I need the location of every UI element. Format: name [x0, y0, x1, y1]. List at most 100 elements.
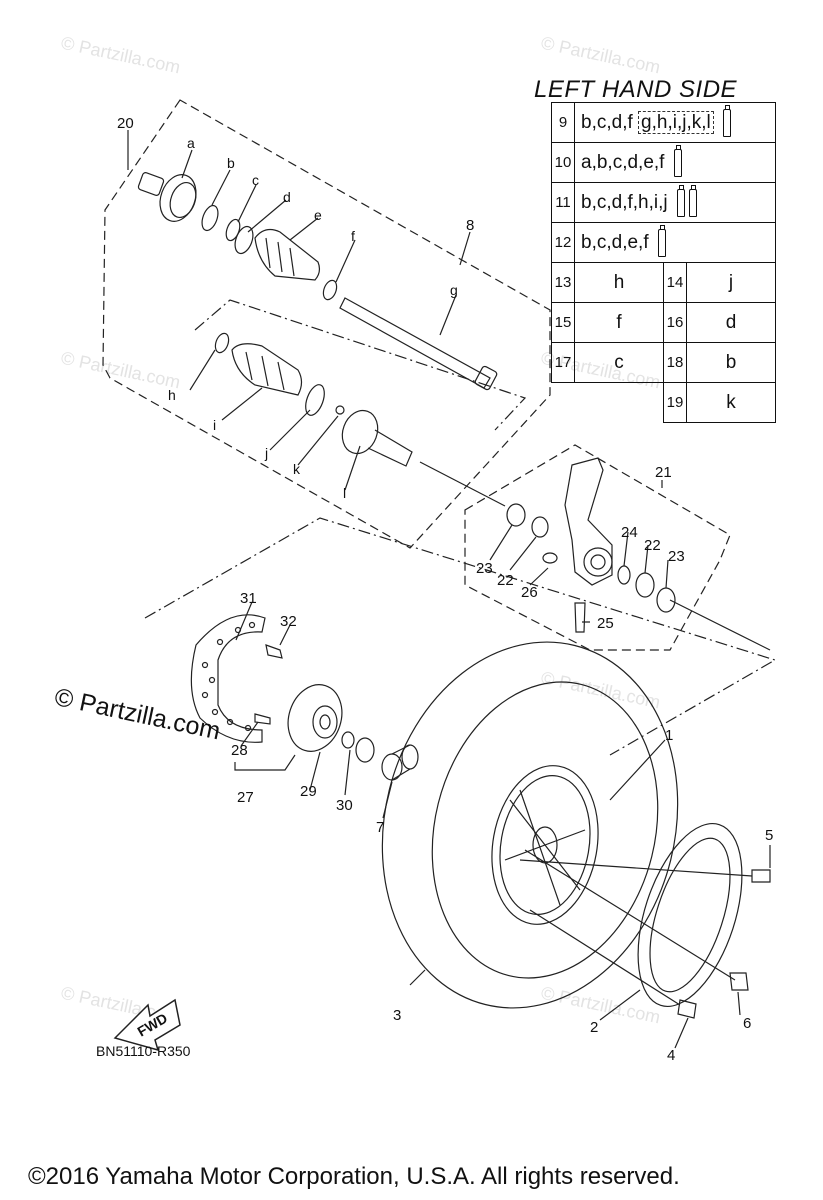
kit-number: 14 — [663, 262, 687, 303]
grease-tube-icon — [688, 184, 697, 217]
kit-contents: b,c,d,f g,h,i,j,k,l — [574, 102, 776, 143]
kit-contents: d — [686, 302, 776, 343]
label-6: 6 — [743, 1015, 751, 1032]
forward-arrow-icon: FWD — [113, 998, 181, 1052]
nut-cap-7 — [381, 744, 419, 781]
label-8: 8 — [466, 217, 474, 234]
label-d: d — [283, 189, 291, 205]
kit-number: 13 — [551, 262, 575, 303]
kit-contents: a,b,c,d,e,f — [574, 142, 776, 183]
kit-contents: c — [574, 342, 664, 383]
label-3: 3 — [393, 1007, 401, 1024]
kit-number: 19 — [663, 382, 687, 423]
table-row: 15 f 16 d — [551, 302, 776, 343]
kit-contents-table: 9 b,c,d,f g,h,i,j,k,l 10 a,b,c,d,e,f 11 … — [551, 102, 776, 423]
label-27: 27 — [237, 789, 254, 806]
boot-e — [254, 228, 321, 281]
label-20: 20 — [117, 115, 134, 132]
circlip-b — [201, 204, 219, 232]
table-row: 17 c 18 b — [551, 342, 776, 383]
kit-contents: j — [686, 262, 776, 303]
circlip-k — [335, 405, 345, 415]
boxed-contents: g,h,i,j,k,l — [638, 110, 714, 134]
label-31: 31 — [240, 590, 257, 607]
drive-shaft-g — [339, 297, 491, 389]
label-a: a — [187, 135, 195, 151]
label-24: 24 — [621, 524, 638, 541]
label-21: 21 — [655, 464, 672, 481]
kit-contents: f — [574, 302, 664, 343]
label-28: 28 — [231, 742, 248, 759]
band-clamp-c — [225, 218, 241, 242]
kit-number: 10 — [551, 142, 575, 183]
label-22: 22 — [497, 572, 514, 589]
nut-6 — [729, 972, 749, 991]
wheel-1 — [491, 765, 599, 925]
outer-cv-joint-a — [137, 172, 197, 222]
boot-i — [231, 343, 303, 396]
washer-29 — [341, 731, 355, 749]
table-row: 12 b,c,d,e,f — [551, 222, 776, 263]
table-title: LEFT HAND SIDE — [534, 76, 738, 103]
label-i: i — [213, 417, 216, 433]
bolt-32 — [265, 644, 283, 659]
spacer-24 — [617, 565, 631, 585]
label-7: 7 — [376, 819, 384, 836]
inner-cv-joint-l — [341, 409, 413, 467]
label-h: h — [168, 387, 176, 403]
kit-contents: h — [574, 262, 664, 303]
kit-contents: b,c,d,e,f — [574, 222, 776, 263]
bearing-22-left — [531, 516, 549, 538]
label-25: 25 — [597, 615, 614, 632]
label-b: b — [227, 155, 235, 171]
label-2: 2 — [590, 1019, 598, 1036]
kit-contents: b,c,d,f,h,i,j — [574, 182, 776, 223]
label-l: l — [343, 485, 346, 501]
label-1: 1 — [665, 727, 673, 744]
label-j: j — [264, 445, 268, 461]
table-row: 13 h 14 j — [551, 262, 776, 303]
label-29: 29 — [300, 783, 317, 800]
oil-seal-23-left — [506, 503, 526, 527]
kit-contents: b — [686, 342, 776, 383]
diagram-code: BN51110-R350 — [96, 1043, 191, 1059]
label-k: k — [293, 461, 301, 477]
bearing-22-right — [635, 572, 655, 598]
label-5: 5 — [765, 827, 773, 844]
kit-contents: k — [686, 382, 776, 423]
label-26: 26 — [521, 584, 538, 601]
label-22: 22 — [644, 537, 661, 554]
grease-tube-icon — [676, 184, 685, 217]
grease-tube-icon — [723, 104, 732, 137]
label-30: 30 — [336, 797, 353, 814]
band-clamp-h — [214, 332, 230, 354]
band-clamp-d — [234, 225, 254, 255]
table-row: 9 b,c,d,f g,h,i,j,k,l — [551, 102, 776, 143]
label-23: 23 — [668, 548, 685, 565]
wheel-hub-27 — [287, 684, 343, 752]
kit-number: 15 — [551, 302, 575, 343]
grease-tube-icon — [657, 224, 666, 257]
ball-joint-25 — [574, 602, 586, 633]
table-row: 11 b,c,d,f,h,i,j — [551, 182, 776, 223]
tire-3 — [381, 641, 679, 1009]
kit-number: 18 — [663, 342, 687, 383]
kit-boundary-8 — [102, 99, 551, 549]
kit-number: 16 — [663, 302, 687, 343]
kit-number: 12 — [551, 222, 575, 263]
nut-30 — [355, 737, 375, 763]
beadlock-ring-2 — [637, 822, 743, 1008]
label-f: f — [351, 228, 355, 244]
oil-seal-23-right — [656, 587, 676, 613]
bolt-5 — [751, 869, 771, 883]
table-row: 10 a,b,c,d,e,f — [551, 142, 776, 183]
band-clamp-j — [305, 384, 325, 416]
label-32: 32 — [280, 613, 297, 630]
circlip-26 — [542, 552, 558, 564]
label-23: 23 — [476, 560, 493, 577]
copyright-notice: ©2016 Yamaha Motor Corporation, U.S.A. A… — [28, 1163, 680, 1190]
label-g: g — [450, 282, 458, 298]
kit-boundary-21 — [464, 444, 731, 651]
label-e: e — [314, 207, 322, 223]
